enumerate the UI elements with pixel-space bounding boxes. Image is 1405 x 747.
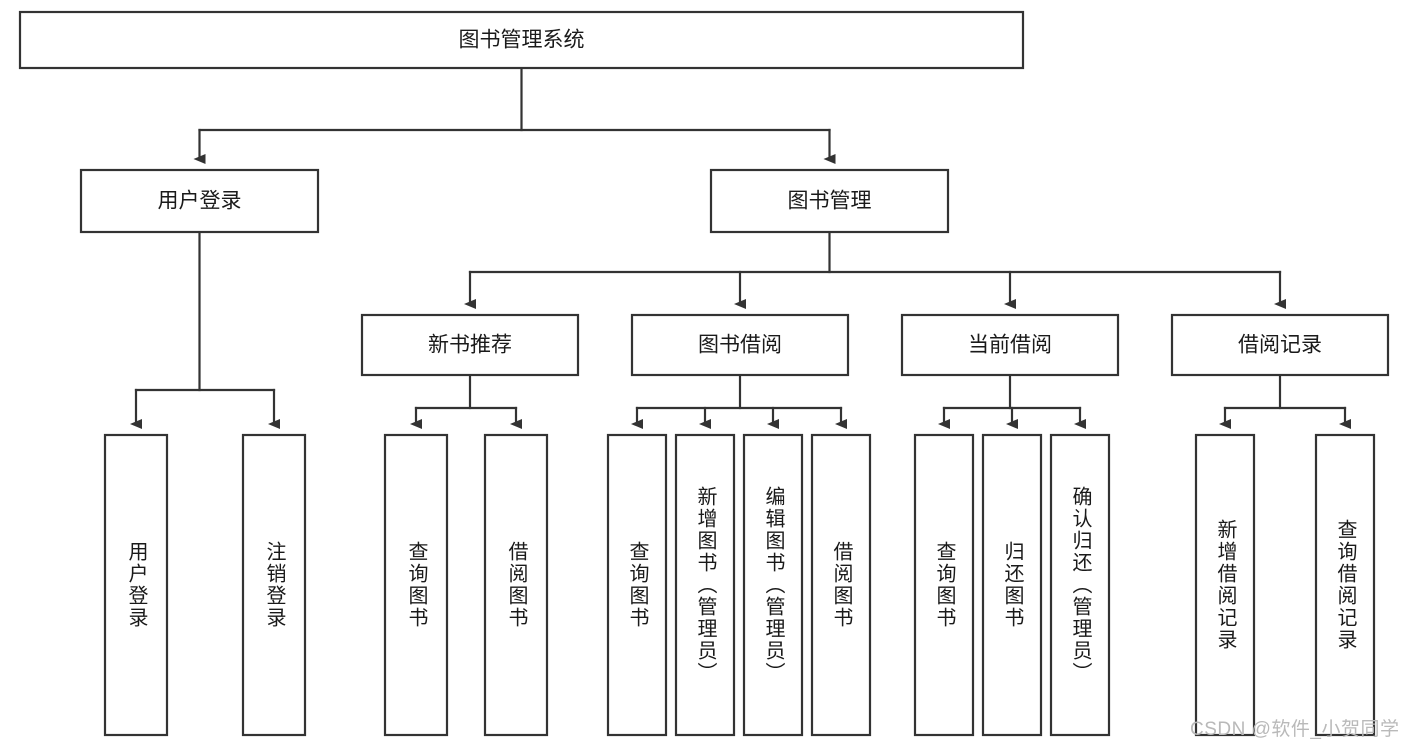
node-box[interactable]	[900, 313, 1120, 377]
watermark-text: CSDN @软件_小贺同学	[1190, 719, 1400, 740]
node-box[interactable]	[79, 168, 320, 234]
node-box[interactable]	[606, 433, 668, 737]
node-box[interactable]	[630, 313, 850, 377]
node-box[interactable]	[103, 433, 169, 737]
node-leaf-add-borrow-record[interactable]	[1194, 433, 1256, 737]
node-box[interactable]	[383, 433, 449, 737]
node-leaf-borrow-book[interactable]	[810, 433, 872, 737]
node-label: 图书借阅	[698, 334, 782, 357]
node-box[interactable]	[742, 433, 804, 737]
node-box[interactable]	[1170, 313, 1390, 377]
node-leaf-return-book[interactable]	[981, 433, 1043, 737]
node-leaf-borrow-book-recommend[interactable]	[483, 433, 549, 737]
node-leaf-user-logout[interactable]	[241, 433, 307, 737]
node-box[interactable]	[18, 10, 1025, 70]
node-leaf-add-book[interactable]	[674, 433, 736, 737]
node-label: 图书管理系统	[459, 29, 585, 52]
node-box[interactable]	[810, 433, 872, 737]
connector-lines	[130, 66, 1351, 429]
node-leaf-query-book-borrow[interactable]	[606, 433, 668, 737]
node-leaf-query-book-current[interactable]	[913, 433, 975, 737]
node-box[interactable]	[1049, 433, 1111, 737]
node-new-book-recommend[interactable]: 新书推荐	[360, 313, 580, 377]
node-leaf-edit-book[interactable]	[742, 433, 804, 737]
node-leaf-query-borrow-record[interactable]	[1314, 433, 1376, 737]
node-label: 用户登录	[158, 190, 242, 213]
node-borrow-record[interactable]: 借阅记录	[1170, 313, 1390, 377]
node-box[interactable]	[1194, 433, 1256, 737]
node-root-root[interactable]: 图书管理系统	[18, 10, 1025, 70]
node-box[interactable]	[913, 433, 975, 737]
node-box[interactable]	[709, 168, 950, 234]
node-leaf-query-book-recommend[interactable]	[383, 433, 449, 737]
node-current-borrow[interactable]: 当前借阅	[900, 313, 1120, 377]
node-label: 当前借阅	[968, 334, 1052, 357]
node-user-login[interactable]: 用户登录	[79, 168, 320, 234]
node-leaf-confirm-return[interactable]	[1049, 433, 1111, 737]
node-box[interactable]	[674, 433, 736, 737]
node-box[interactable]	[241, 433, 307, 737]
node-leaf-user-login[interactable]	[103, 433, 169, 737]
node-box[interactable]	[360, 313, 580, 377]
node-label: 新书推荐	[428, 334, 512, 357]
node-book-borrow[interactable]: 图书借阅	[630, 313, 850, 377]
node-box[interactable]	[1314, 433, 1376, 737]
node-box[interactable]	[981, 433, 1043, 737]
node-label: 借阅记录	[1238, 334, 1322, 357]
node-box[interactable]	[483, 433, 549, 737]
node-label: 图书管理	[788, 190, 872, 213]
node-book-management[interactable]: 图书管理	[709, 168, 950, 234]
